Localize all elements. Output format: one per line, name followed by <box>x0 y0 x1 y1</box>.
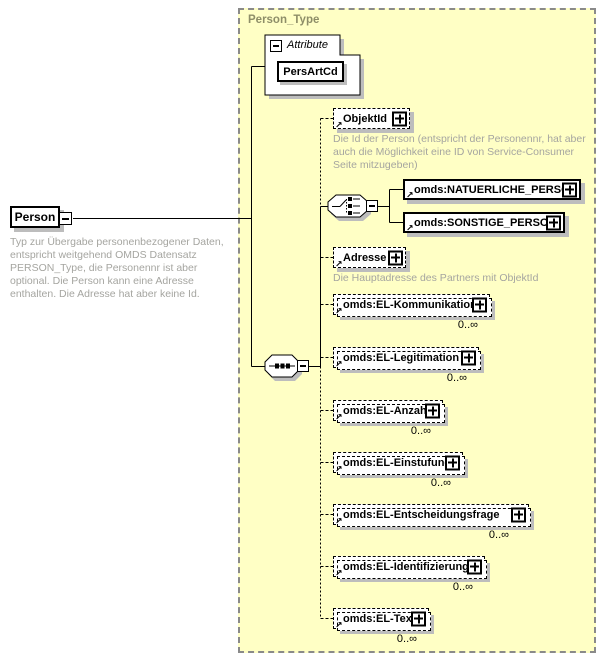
panel-title: Person_Type <box>248 14 320 26</box>
reference-arrow-icon: ↗ <box>335 259 343 269</box>
element-el-einstufung[interactable]: ↗ omds:EL-Einstufung <box>333 452 465 475</box>
occurrence-label: 0..∞ <box>452 581 473 593</box>
expand-icon[interactable] <box>411 611 426 626</box>
reference-arrow-icon: ↗ <box>335 620 343 630</box>
element-el-identifizierung[interactable]: ↗ omds:EL-Identifizierung <box>333 556 487 579</box>
expand-icon[interactable] <box>388 250 403 265</box>
expand-icon[interactable] <box>392 111 407 126</box>
element-natuerliche-person[interactable]: ↗ omds:NATUERLICHE_PERSON <box>403 179 581 200</box>
element-el-kommunikation[interactable]: ↗ omds:EL-Kommunikation <box>333 294 492 317</box>
expand-icon[interactable] <box>546 215 561 230</box>
expand-icon[interactable] <box>511 507 526 522</box>
element-adresse[interactable]: ↗ Adresse <box>333 247 406 269</box>
reference-arrow-icon: ↗ <box>335 306 343 316</box>
reference-arrow-icon: ↗ <box>335 516 343 526</box>
occurrence-label: 0..∞ <box>446 372 467 384</box>
annotation-text: Die Hauptadresse des Partners mit Objekt… <box>333 272 539 284</box>
reference-arrow-icon: ↗ <box>335 464 343 474</box>
expand-icon[interactable] <box>425 403 440 418</box>
collapse-icon[interactable] <box>59 212 72 225</box>
person-type-panel: Person_Type <box>238 8 596 653</box>
occurrence-label: 0..∞ <box>430 477 451 489</box>
element-objektid[interactable]: ↗ ObjektId <box>333 108 410 130</box>
element-label: Person <box>14 210 56 224</box>
annotation-text: Die Id der Person (entspricht der Person… <box>333 133 586 171</box>
attribute-persartcd[interactable]: PersArtCd <box>277 61 344 82</box>
reference-arrow-icon: ↗ <box>406 223 414 233</box>
occurrence-label: 0..∞ <box>488 529 509 541</box>
reference-arrow-icon: ↗ <box>335 412 343 422</box>
attribute-label: PersArtCd <box>283 65 338 78</box>
element-person[interactable]: Person <box>10 206 60 228</box>
element-el-legitimation[interactable]: ↗ omds:EL-Legitimation <box>333 347 481 370</box>
reference-arrow-icon: ↗ <box>406 190 414 200</box>
expand-icon[interactable] <box>467 559 482 574</box>
element-sonstige-person[interactable]: ↗ omds:SONSTIGE_PERSON <box>403 212 565 233</box>
element-el-anzahl[interactable]: ↗ omds:EL-Anzahl <box>333 400 445 423</box>
element-el-entscheidungsfrage[interactable]: ↗ omds:EL-Entscheidungsfrage <box>333 504 531 527</box>
occurrence-label: 0..∞ <box>410 425 431 437</box>
reference-arrow-icon: ↗ <box>335 359 343 369</box>
element-el-text[interactable]: ↗ omds:EL-Text <box>333 608 431 631</box>
annotation-text: Typ zur Übergabe personenbezogener Daten… <box>10 236 224 300</box>
expand-icon[interactable] <box>445 455 460 470</box>
occurrence-label: 0..∞ <box>396 633 417 645</box>
collapse-icon[interactable] <box>297 360 309 372</box>
collapse-icon[interactable] <box>270 40 282 52</box>
collapse-icon[interactable] <box>366 200 378 212</box>
expand-icon[interactable] <box>562 182 577 197</box>
expand-icon[interactable] <box>472 297 487 312</box>
expand-icon[interactable] <box>461 350 476 365</box>
attribute-group-label: Attribute <box>287 39 328 51</box>
reference-arrow-icon: ↗ <box>335 120 343 130</box>
reference-arrow-icon: ↗ <box>335 568 343 578</box>
occurrence-label: 0..∞ <box>457 319 478 331</box>
